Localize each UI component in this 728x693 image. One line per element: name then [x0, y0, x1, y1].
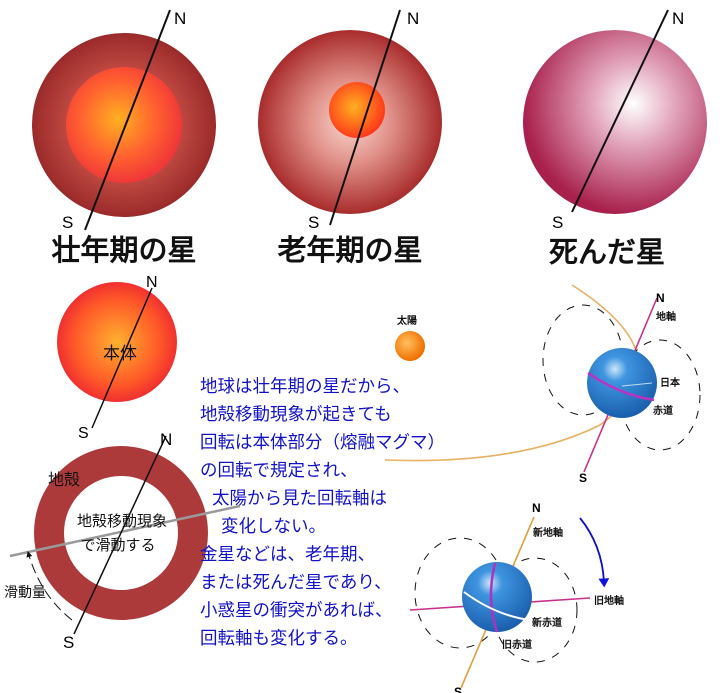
body-sphere-group: N S 本体 [57, 274, 177, 442]
north-label: N [160, 430, 172, 449]
star-old-core [329, 82, 385, 138]
orbit-arc [384, 284, 640, 462]
explanation-line: 地球は壮年期の星だから、 [200, 377, 410, 397]
crust-label: 地殻 [48, 470, 80, 489]
globe-icon [462, 562, 532, 632]
new-equator-label: 新赤道 [532, 616, 562, 629]
sun-icon [395, 331, 425, 361]
north-label: N [146, 274, 158, 291]
south-label: S [454, 685, 462, 693]
new-equator-line [463, 591, 530, 621]
star-title: 老年期の星 [277, 233, 422, 267]
explanation-line: 回転は本体部分（熔融マグマ） [200, 433, 445, 453]
rotation-axis [329, 9, 401, 226]
body-label: 本体 [103, 344, 137, 364]
body-sphere [57, 282, 177, 402]
rotation-axis [84, 9, 171, 231]
explanation-line: 変化しない。 [221, 517, 326, 537]
explanation-line: 金星などは、老年期、 [200, 545, 375, 565]
star-mature-core [66, 67, 182, 183]
star-title: 死んだ星 [549, 235, 665, 269]
north-label: N [407, 9, 419, 28]
new-axis-label: 新地軸 [533, 526, 563, 539]
japan-label: 日本 [660, 376, 681, 389]
south-label: S [308, 213, 319, 232]
star-title: 壮年期の星 [51, 233, 196, 267]
explanation-line: 小惑星の衝突があれば、 [200, 601, 393, 621]
south-label: S [78, 425, 89, 442]
star-old: N S 老年期の星 [258, 9, 442, 267]
south-label: S [579, 471, 587, 485]
slid-axis-line [9, 504, 241, 558]
south-label: S [63, 633, 74, 652]
south-label: S [552, 213, 563, 232]
north-label: N [672, 9, 684, 28]
crust-center-text: で滑動する [80, 536, 155, 554]
equator-label: 赤道 [653, 404, 673, 417]
star-dead: N S 死んだ星 [523, 9, 707, 269]
crust-center-text: 地殻移動現象 [77, 512, 167, 530]
sun-label: 太陽 [396, 314, 417, 327]
equator-line [587, 371, 655, 402]
tilt-arrow [579, 517, 610, 588]
axis-label: 地軸 [656, 310, 676, 323]
earth-stable: N 地軸 日本 赤道 S [542, 291, 701, 485]
sun-group: 太陽 [395, 314, 425, 361]
earth-tilted: N 新地軸 旧地軸 新赤道 旧赤道 S [409, 501, 624, 693]
slide-amount-label: 滑動量 [4, 584, 46, 601]
rotation-axis [571, 9, 669, 213]
crust-ring [34, 446, 208, 620]
old-equator-line [489, 562, 499, 633]
north-label: N [656, 291, 665, 305]
north-label: N [532, 501, 541, 515]
slide-arrow [26, 551, 73, 621]
south-label: S [62, 213, 73, 232]
explanation-line: 回転軸も変化する。 [200, 629, 358, 649]
rotation-axis [91, 287, 153, 429]
explanation-line: 地殻移動現象が起きても [200, 405, 392, 425]
explanation-line: 太陽から見た回転軸は [212, 489, 387, 509]
explanation-line: または死んだ星であり、 [200, 573, 392, 593]
explanation-line: の回転で規定され、 [200, 461, 358, 481]
crust-group: N S 地殻 地殻移動現象 で滑動する 滑動量 [4, 430, 241, 652]
japan-marker [621, 382, 653, 387]
north-label: N [174, 9, 186, 28]
star-mature: N S 壮年期の星 [32, 9, 216, 267]
globe-icon [587, 348, 657, 418]
old-axis-label: 旧地軸 [594, 594, 624, 607]
old-equator-label: 旧赤道 [502, 638, 532, 651]
rotation-axis [73, 435, 167, 635]
explanation-text: 地球は壮年期の星だから、 地殻移動現象が起きても 回転は本体部分（熔融マグマ） … [200, 377, 445, 649]
